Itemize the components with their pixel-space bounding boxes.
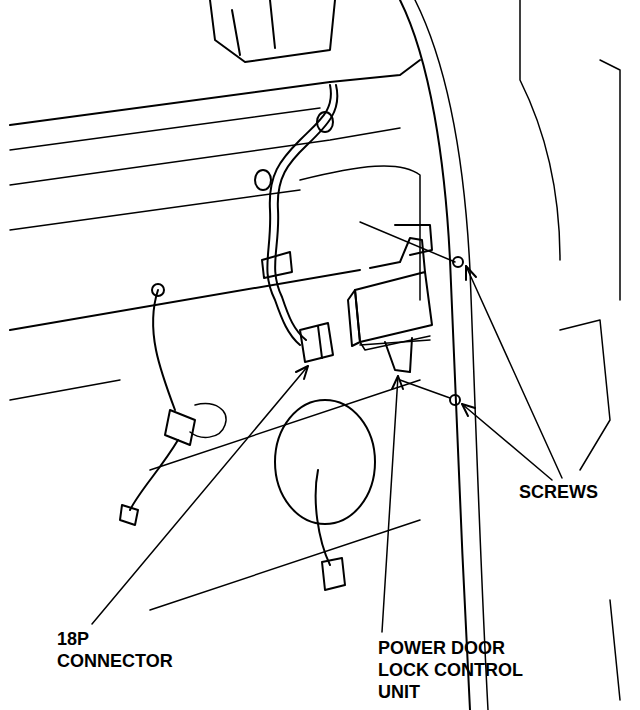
part-label: SCREWS bbox=[519, 481, 598, 503]
part-label: 18P CONNECTOR bbox=[57, 628, 173, 672]
part-label: POWER DOOR LOCK CONTROL UNIT bbox=[378, 637, 558, 703]
